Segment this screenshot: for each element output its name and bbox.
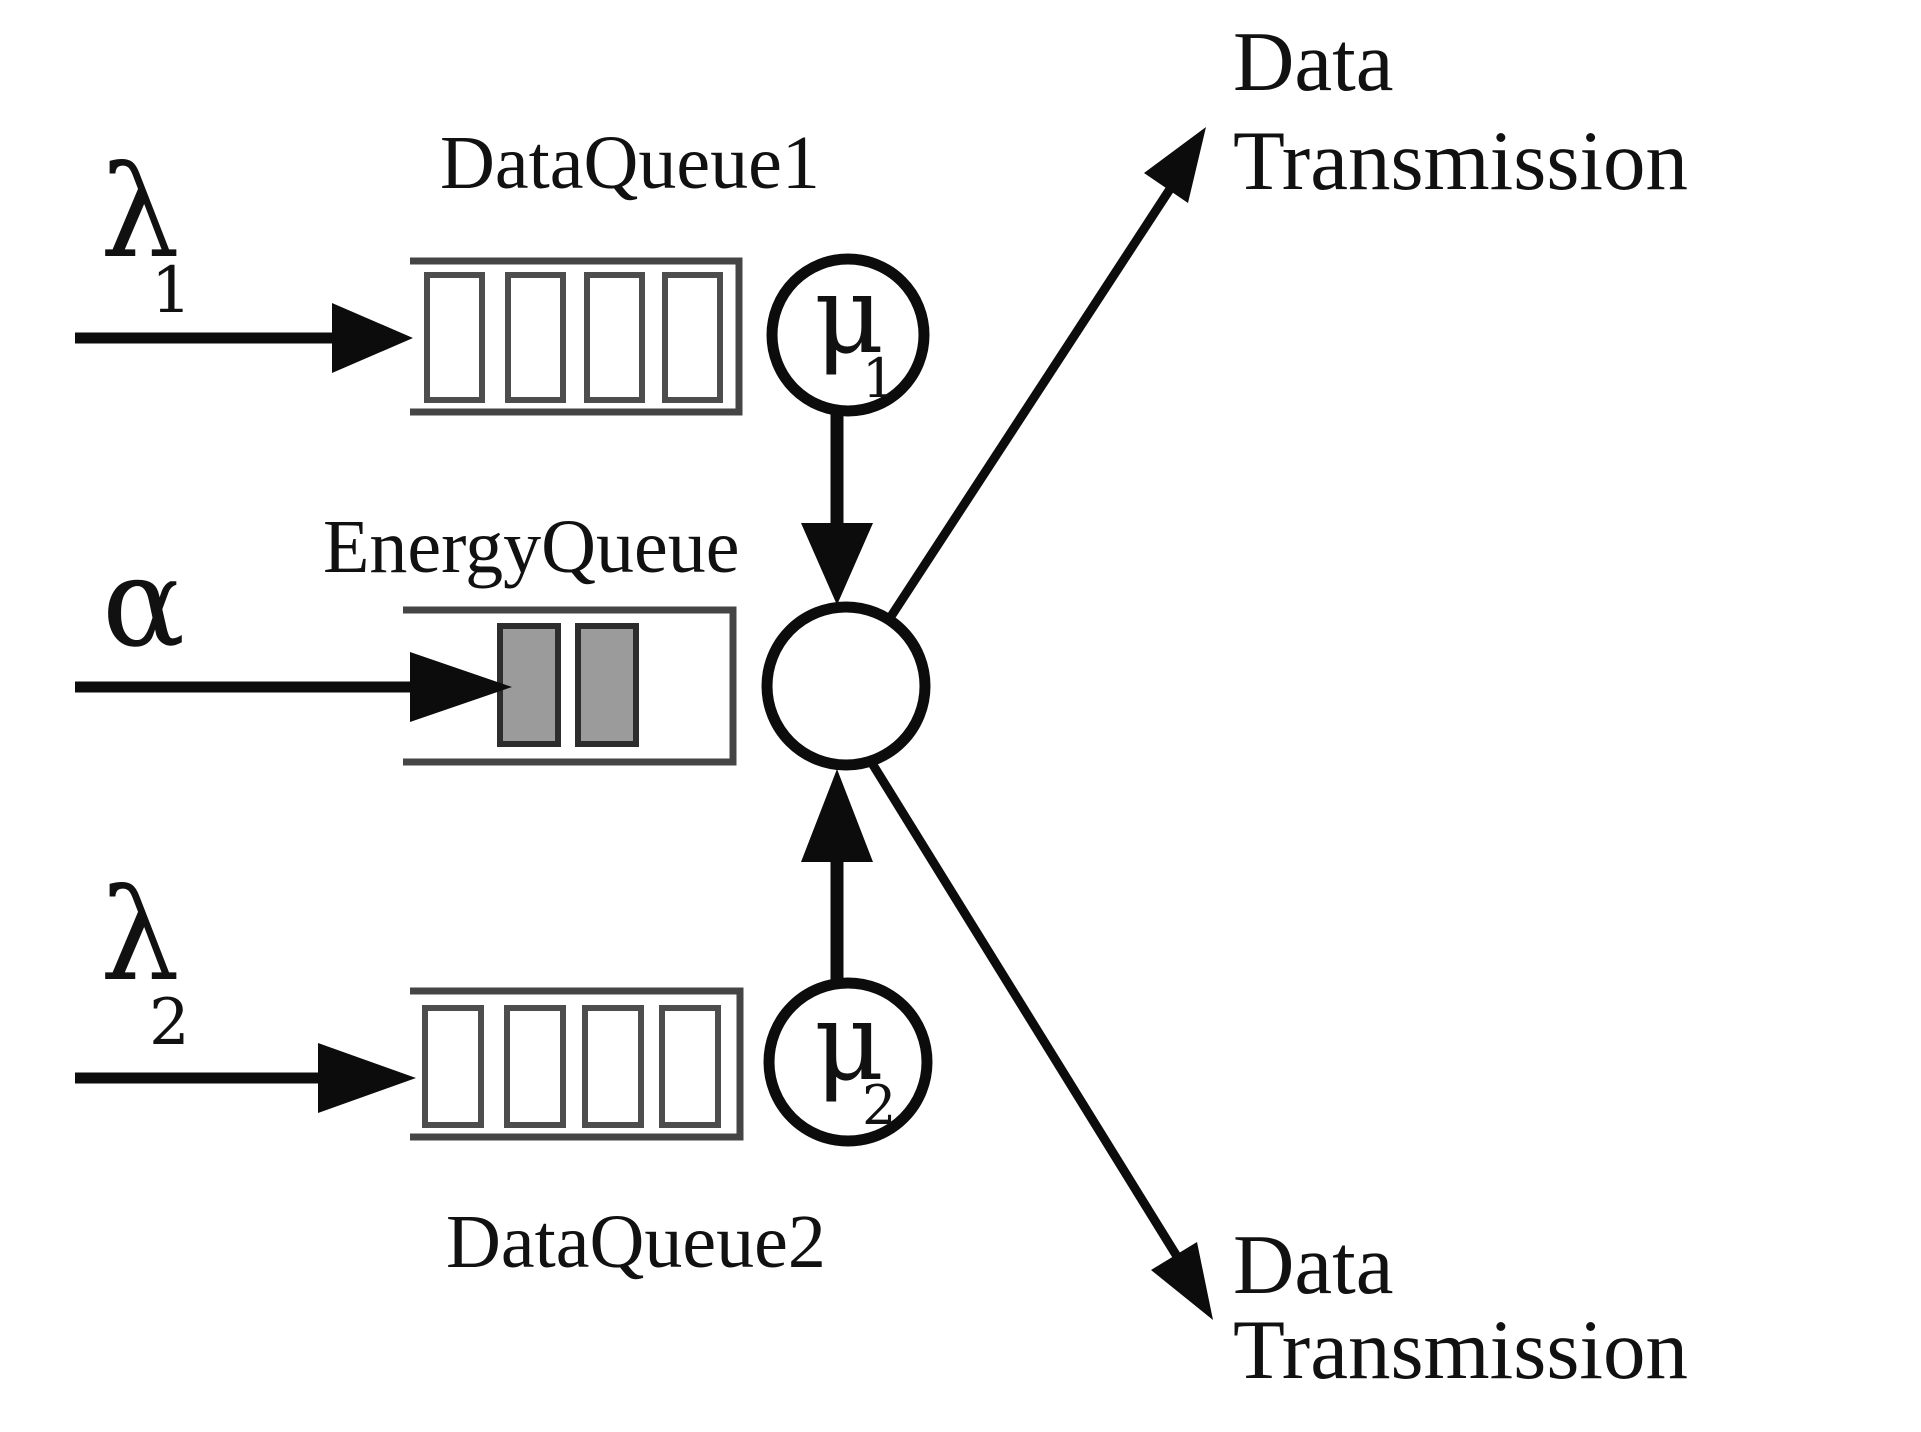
data-queue-1-slot-2-empty (505, 272, 566, 403)
data-queue-2-slot-1-empty (422, 1005, 484, 1128)
mu2-subscript: 2 (862, 1074, 897, 1137)
energy-queue-slots (497, 623, 639, 747)
data-queue-1-slots (424, 272, 723, 403)
mu2-server-circle (763, 977, 933, 1147)
data-queue-1-slot-4-empty (662, 272, 723, 403)
mu1-symbol: μ (814, 253, 885, 378)
lambda2-arrowhead-icon (318, 1043, 416, 1113)
transmission-bottom-line2: Transmission (1233, 1303, 1689, 1397)
data-queue-1-label: DataQueue1 (440, 121, 820, 205)
mu1-to-combiner-arrow (801, 409, 873, 605)
lambda2-subscript: 2 (149, 986, 190, 1060)
energy-queue-box (403, 606, 737, 766)
lambda1-arrowhead-icon (332, 303, 413, 373)
data-queue-2-slot-3-empty (582, 1005, 644, 1128)
mu1-server-circle (766, 253, 930, 417)
mu1-arrowhead-icon (801, 523, 873, 605)
transmission-top-shaft (884, 186, 1174, 624)
transmission-bottom-arrow (866, 757, 1213, 1320)
lambda1-arrow (75, 303, 413, 373)
alpha-symbol: α (102, 532, 186, 675)
lambda1-subscript: 1 (151, 254, 192, 328)
data-queue-1-slot-3-empty (584, 272, 645, 403)
lambda2-symbol: λ (100, 862, 180, 1009)
data-queue-2-label: DataQueue2 (446, 1200, 826, 1284)
transmission-top-arrow (884, 127, 1206, 624)
lambda1-symbol: λ (100, 139, 180, 286)
lambda2-arrow (75, 1043, 416, 1113)
transmission-bottom-line1: Data (1233, 1218, 1394, 1312)
energy-queue-label: EnergyQueue (323, 505, 740, 589)
transmission-top-line1: Data (1233, 15, 1394, 109)
transmission-top-line2: Transmission (1233, 114, 1689, 208)
data-queue-2-slot-2-empty (504, 1005, 566, 1128)
transmission-bottom-arrowhead-icon (1151, 1242, 1213, 1320)
mu2-to-combiner-arrow (801, 769, 873, 986)
combiner-circle (761, 601, 931, 771)
data-queue-2-box (410, 987, 744, 1141)
transmission-bottom-shaft (866, 757, 1182, 1261)
data-queue-1-slot-1-empty (424, 272, 485, 403)
energy-queue-slot-2-filled (575, 623, 639, 747)
alpha-arrowhead-icon (410, 652, 512, 722)
data-queue-1-box (410, 257, 743, 416)
mu1-subscript: 1 (862, 347, 897, 410)
alpha-arrow (75, 652, 512, 722)
mu2-symbol: μ (814, 980, 885, 1105)
energy-queue-slot-1-filled (497, 623, 561, 747)
data-queue-2-slots (422, 1005, 721, 1128)
data-queue-2-slot-4-empty (659, 1005, 721, 1128)
mu2-arrowhead-icon (801, 769, 873, 862)
transmission-bottom-label: Data Transmission (1233, 1223, 1688, 1393)
transmission-top-arrowhead-icon (1144, 127, 1206, 203)
transmission-top-label: Data Transmission (1233, 13, 1688, 211)
